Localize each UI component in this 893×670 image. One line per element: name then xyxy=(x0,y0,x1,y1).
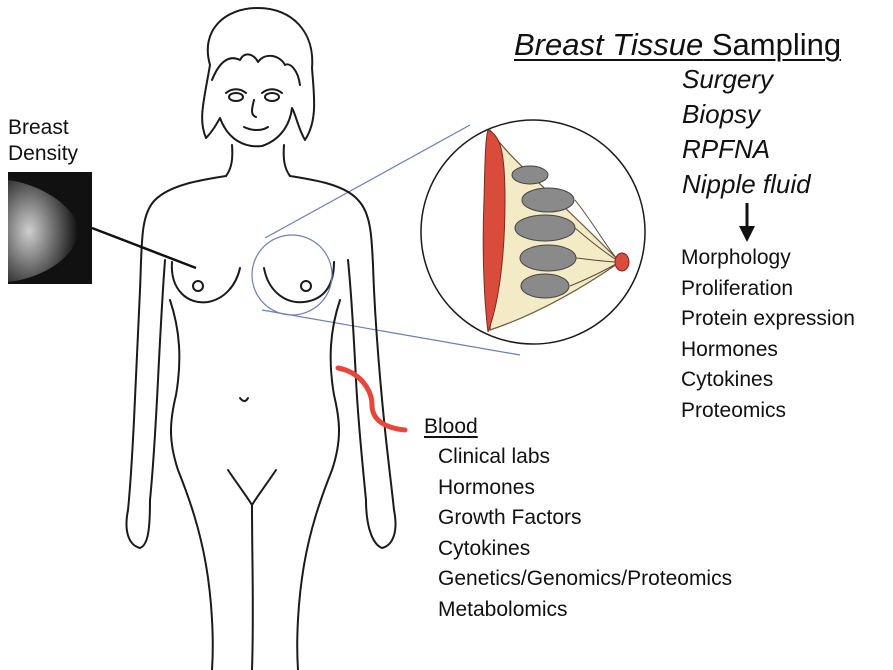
method-surgery: Surgery xyxy=(682,62,811,97)
title-italic-part: Breast Tissue xyxy=(514,27,703,62)
blood-item-cytokines: Cytokines xyxy=(438,534,732,565)
density-label-line2: Density xyxy=(8,141,78,167)
blood-item-clinical-labs: Clinical labs xyxy=(438,442,732,473)
method-biopsy: Biopsy xyxy=(682,97,811,132)
tissue-analyses: Morphology Proliferation Protein express… xyxy=(681,243,855,426)
blood-item-genetics: Genetics/Genomics/Proteomics xyxy=(438,564,732,595)
analysis-hormones: Hormones xyxy=(681,335,855,366)
blood-heading: Blood xyxy=(424,412,478,443)
title-plain-part: Sampling xyxy=(703,27,841,62)
analysis-morphology: Morphology xyxy=(681,243,855,274)
blood-item-metabolomics: Metabolomics xyxy=(438,595,732,626)
method-nipple-fluid: Nipple fluid xyxy=(682,167,811,202)
analysis-protein-expression: Protein expression xyxy=(681,304,855,335)
title-underlined: Breast Tissue Sampling xyxy=(514,27,841,62)
blood-item-growth-factors: Growth Factors xyxy=(438,503,732,534)
breast-density-label: Breast Density xyxy=(8,115,78,167)
breast-highlight-circle xyxy=(252,235,332,315)
analysis-proteomics: Proteomics xyxy=(681,396,855,427)
diagram-title: Breast Tissue Sampling xyxy=(514,28,841,62)
sampling-methods: Surgery Biopsy RPFNA Nipple fluid xyxy=(682,62,811,202)
density-pointer-line xyxy=(92,228,196,268)
blood-vessel xyxy=(338,368,405,430)
method-rpfna: RPFNA xyxy=(682,132,811,167)
nipple-magnified xyxy=(615,253,629,271)
down-arrow xyxy=(739,203,755,242)
breast-tissue-magnified xyxy=(421,120,645,344)
blood-item-hormones: Hormones xyxy=(438,473,732,504)
analysis-proliferation: Proliferation xyxy=(681,274,855,305)
blood-analyses: Clinical labs Hormones Growth Factors Cy… xyxy=(438,442,732,625)
body-outline xyxy=(127,8,396,670)
analysis-cytokines: Cytokines xyxy=(681,365,855,396)
density-label-line1: Breast xyxy=(8,115,78,141)
